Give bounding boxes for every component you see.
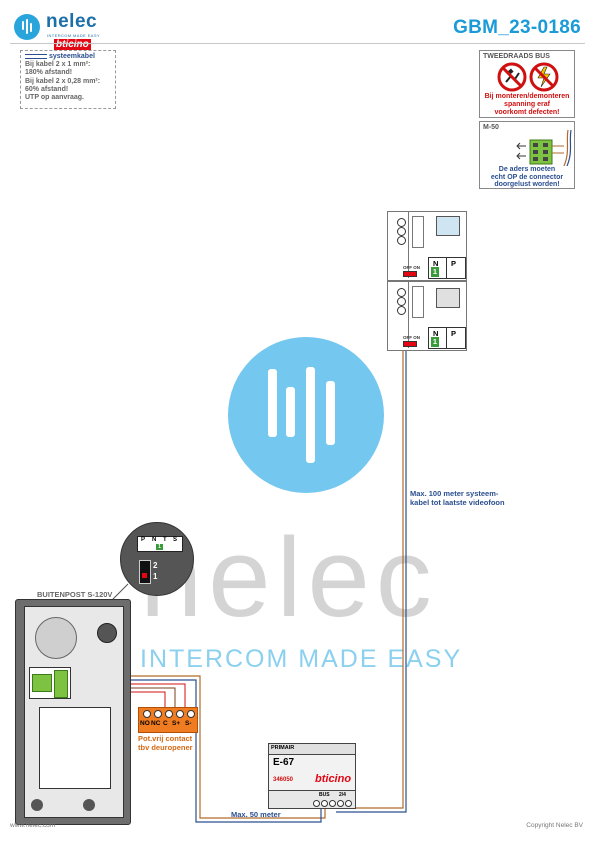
relay-terminal-label: S- bbox=[185, 720, 192, 727]
power-supply-top-label: PRIMAIR bbox=[271, 745, 295, 751]
zoom-terminal-label: T bbox=[163, 537, 167, 543]
cable-note-line: UTP op aanvraag. bbox=[25, 94, 85, 102]
brand-partner: bticino bbox=[54, 39, 91, 50]
cable-length-label-100: Max. 100 meter systeem- kabel tot laatst… bbox=[410, 489, 505, 507]
zoom-jumper: 1 bbox=[156, 544, 163, 550]
document-id: GBM_23-0186 bbox=[453, 17, 581, 38]
monitor-terminal-strip bbox=[388, 212, 409, 278]
address-jumper: 1 bbox=[431, 267, 439, 277]
zoom-terminal-block: P N T S 1 bbox=[137, 536, 183, 552]
cable-note-title: systeemkabel bbox=[25, 53, 115, 61]
power-supply-e67: PRIMAIR E-67 346050 bticino BUS 2/4 bbox=[268, 743, 356, 809]
relay-terminal-label: S+ bbox=[172, 720, 181, 727]
address-jumper: 1 bbox=[431, 337, 439, 347]
relay-terminal-label: NC bbox=[151, 720, 161, 727]
brand-name: nelec bbox=[46, 11, 98, 32]
relay-label: Pot.vrij contact tbv deuropener bbox=[138, 734, 193, 752]
m50-line: echt OP de connector bbox=[490, 173, 564, 181]
terminal-zoom-detail: P N T S 1 2 1 bbox=[120, 522, 194, 596]
m50-text: De aders moeten echt OP de connector doo… bbox=[480, 166, 574, 189]
video-monitor-2: OFF ON N P 1 bbox=[387, 281, 467, 351]
cable-length-label-50: Max. 50 meter bbox=[231, 810, 281, 819]
monitor-terminal-strip bbox=[388, 282, 409, 348]
monitor-jumper-block bbox=[412, 286, 424, 318]
zoom-position-label: 2 bbox=[153, 561, 158, 570]
bus-warning-title: TWEEDRAADS BUS bbox=[483, 53, 550, 60]
monitor-screen-icon bbox=[436, 216, 460, 236]
header-divider bbox=[10, 43, 585, 44]
footer-copyright: Copyright Nelec BV bbox=[526, 822, 583, 829]
power-supply-bus-label: BUS bbox=[319, 792, 330, 798]
bus-warning-text: Bij monteren/demonteren spanning eraf vo… bbox=[480, 93, 574, 117]
relay-label-line: tbv deuropener bbox=[138, 742, 193, 752]
terminal-p: P bbox=[451, 259, 457, 268]
bus-warning-line: spanning eraf bbox=[504, 101, 550, 108]
door-panel-frame bbox=[24, 606, 124, 818]
zoom-switch bbox=[139, 560, 151, 584]
screw-icon bbox=[31, 799, 43, 811]
power-supply-brand: bticino bbox=[315, 773, 352, 785]
monitor-address-block: N P 1 bbox=[428, 257, 466, 279]
terminal-p: P bbox=[451, 329, 457, 338]
no-power-icon bbox=[497, 62, 559, 92]
terminal-n: N bbox=[433, 329, 439, 338]
m50-line: De aders moeten bbox=[498, 166, 556, 173]
zoom-position-label: 1 bbox=[153, 572, 158, 581]
m50-connector-box: M-50 De aders moeten echt OP de connecto… bbox=[479, 121, 575, 189]
connector-icon bbox=[516, 130, 572, 166]
cable-note-line: 180% afstand! bbox=[25, 69, 73, 77]
bus-wire-brown bbox=[333, 345, 404, 809]
zoom-terminal-label: N bbox=[152, 537, 157, 543]
cable-note-line: Bij kabel 2 x 0,28 mm²: bbox=[25, 77, 101, 85]
footer-website[interactable]: www.nelec.com bbox=[10, 822, 56, 829]
zoom-terminal-label: S bbox=[173, 537, 178, 543]
bus-wire-door-brown bbox=[72, 675, 326, 819]
relay-terminal-label: NO bbox=[140, 720, 150, 727]
camera-icon bbox=[97, 623, 117, 643]
m50-title: M-50 bbox=[483, 124, 499, 131]
watermark-logo-icon bbox=[228, 337, 384, 493]
monitor-screen-icon bbox=[436, 288, 460, 308]
door-panel-s120v bbox=[15, 599, 131, 825]
cable-note-line: 60% afstand! bbox=[25, 85, 69, 93]
zoom-terminal-label: P bbox=[141, 537, 146, 543]
monitor-switch-label: OFF ON bbox=[403, 335, 420, 340]
power-supply-output-label: 2/4 bbox=[339, 792, 346, 798]
monitor-switch bbox=[403, 341, 417, 347]
bus-warning-line: Bij monteren/demonteren bbox=[484, 93, 570, 100]
bus-wire-blue bbox=[336, 345, 407, 813]
relay-label-line: Pot.vrij contact bbox=[138, 734, 193, 743]
bus-warning-line: voorkomt defecten! bbox=[494, 109, 560, 116]
speaker-icon bbox=[35, 617, 77, 659]
m50-line: doorgelust worden! bbox=[494, 181, 560, 188]
bus-wire-door-blue bbox=[72, 679, 322, 823]
brand-tagline: INTERCOM MADE EASY bbox=[47, 33, 100, 38]
terminal-n: N bbox=[433, 259, 439, 268]
cable-length-line: kabel tot laatste videofoon bbox=[410, 498, 505, 507]
cable-note-line: Bij kabel 2 x 1 mm²: bbox=[25, 61, 91, 69]
power-supply-part-number: 346050 bbox=[273, 777, 294, 783]
door-panel-title: BUITENPOST S-120V bbox=[37, 590, 113, 599]
monitor-jumper-block bbox=[412, 216, 424, 248]
monitor-address-block: N P 1 bbox=[428, 327, 466, 349]
bus-warning-box: TWEEDRAADS BUS Bij monteren/demonteren s… bbox=[479, 50, 575, 118]
power-supply-model: E-67 bbox=[273, 757, 295, 768]
cable-length-line: Max. 100 meter systeem- bbox=[410, 489, 499, 498]
video-monitor-1: OFF ON N P 1 bbox=[387, 211, 467, 281]
monitor-switch bbox=[403, 271, 417, 277]
watermark-tagline: INTERCOM MADE EASY bbox=[140, 645, 463, 673]
relay-terminal-label: C bbox=[163, 720, 168, 727]
nelec-logo-icon bbox=[14, 14, 40, 40]
cable-note-box: systeemkabel Bij kabel 2 x 1 mm²: 180% a… bbox=[20, 50, 116, 109]
screw-icon bbox=[83, 799, 95, 811]
relay-module: NO NC C S+ S- bbox=[138, 707, 198, 733]
nelec-logo: nelec INTERCOM MADE EASY bticino bbox=[14, 11, 114, 50]
monitor-switch-label: OFF ON bbox=[403, 265, 420, 270]
panel-connector-block bbox=[29, 667, 71, 699]
panel-button-module bbox=[39, 707, 111, 789]
